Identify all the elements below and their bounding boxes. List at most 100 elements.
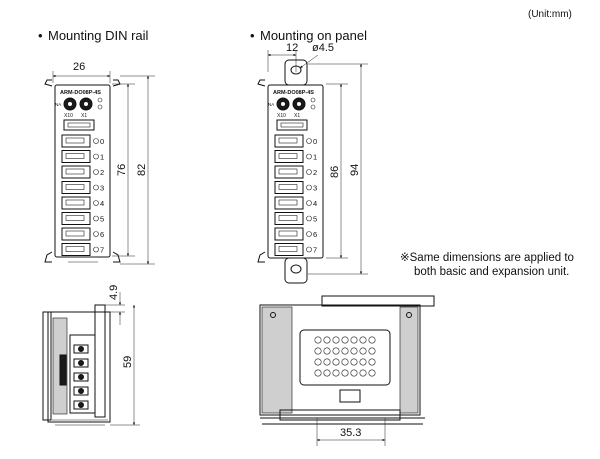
rear-label-dot [359,347,367,355]
rear-label-dot [350,347,358,355]
side-view: 4.9 59 [42,285,140,426]
rear-label-dot [368,347,376,355]
din-channel-connector [61,181,91,194]
panel-channel-led [306,169,312,175]
din-top-left-clip [44,79,53,87]
din-channel-label: 3 [100,184,104,193]
panel-channel-pins [278,168,298,175]
panel-na-label: NA [268,102,274,107]
rear-label-dot [350,358,358,366]
panel-channel-label: 5 [313,215,317,224]
rear-rail-width-label: 35.3 [340,427,361,439]
rear-view: 35.3 [259,295,435,446]
rear-label-dot [359,336,367,344]
din-channel-connector [61,150,91,163]
rear-label-dot [332,358,340,366]
side-body [47,311,111,423]
rear-label-dot [359,369,367,377]
rear-label-dot [314,369,322,377]
panel-bottom-left-clip [257,251,266,263]
din-channel-pins [65,215,85,221]
din-channel-pins [65,137,85,144]
rear-label-dot [341,347,349,355]
note-line-1: ※Same dimensions are applied to [400,252,574,264]
panel-channel-led [306,215,312,222]
din-channel-label: 2 [100,168,104,177]
rear-label-dot [359,358,367,366]
side-terminal-screw [73,400,89,410]
din-width-label: 26 [73,61,85,73]
din-connector [63,119,95,131]
rear-label-dot [323,347,331,355]
rear-label-dot [314,358,322,366]
side-terminal-screw-head [78,374,84,380]
din-channel-led [93,246,99,253]
panel-channel-label: 0 [313,137,317,146]
unit-label: (Unit:mm) [528,9,572,20]
din-channel-led [93,215,99,222]
rear-top-lip [321,295,435,307]
rear-screw-hole [406,312,412,318]
rear-left-side [261,306,293,414]
panel-channel-pins [278,246,298,252]
panel-switch-label-x1: X1 [294,113,300,119]
din-top-right-clip [112,79,121,87]
rear-label-panel [299,329,391,386]
panel-status-led [310,104,316,110]
side-latch [59,354,67,386]
rear-label-dot [314,347,322,355]
side-rear-plate [94,304,106,418]
panel-bottom-mount-ear [284,257,308,284]
rear-body [259,304,421,416]
panel-title-bullet: • [250,28,255,43]
din-model-label: ARM-DO08P-4S [60,90,101,96]
din-channel-led [93,231,99,237]
panel-channel-led [306,184,312,191]
din-na-label: NA [55,102,61,107]
panel-channel-label: 6 [313,230,317,239]
panel-view: • Mounting on panel 12 ø4.5 ARM-DO08P-4S… [250,28,368,284]
din-rail-title-bullet: • [38,28,43,43]
side-terminal-screw-head [78,360,84,366]
panel-connector [276,119,308,131]
din-channel-pins [65,246,85,252]
din-channel-pins [65,184,85,190]
panel-switch-label-x10: X10 [277,113,286,119]
panel-channel-label: 1 [313,153,317,162]
rear-label-dot [350,336,358,344]
din-channel-pins [65,168,85,175]
rear-label-dot [323,358,331,366]
panel-channel-connector [274,165,304,179]
panel-channel-connector [274,196,304,210]
panel-hole-diameter-label: ø4.5 [312,42,334,54]
panel-channel-led [306,231,312,237]
din-channel-pins [65,153,85,159]
din-channel-label: 4 [100,199,104,208]
din-rail-view: • Mounting DIN rail 26 ARM-DO08P-4S NA X… [38,28,155,265]
rear-label-dot [332,347,340,355]
din-switch-label-x10: X10 [64,113,73,119]
side-terminal-screw [73,358,89,368]
panel-channel-pins [278,184,298,190]
din-channel-connector [61,134,91,148]
side-terminal-screw-head [78,402,84,408]
side-terminal-screw [73,344,89,354]
side-terminal-screw-head [78,346,84,352]
side-height-label: 59 [122,356,134,368]
panel-channel-connector [274,134,304,148]
panel-status-led [310,97,316,103]
panel-hole-offset-label: 12 [286,42,298,54]
side-terminal-screw [73,386,89,396]
din-channel-label: 0 [100,137,104,146]
din-channel-led [93,138,99,144]
din-channel-connector [61,165,91,179]
panel-channel-label: 2 [313,168,317,177]
din-channel-pins [65,199,85,206]
panel-channel-label: 7 [313,246,317,255]
din-channel-connector [61,243,91,256]
rear-label-dot [332,336,340,344]
din-channel-led [93,153,99,160]
din-outer-height-label: 82 [136,164,148,176]
din-bottom-right-clip [112,251,121,263]
